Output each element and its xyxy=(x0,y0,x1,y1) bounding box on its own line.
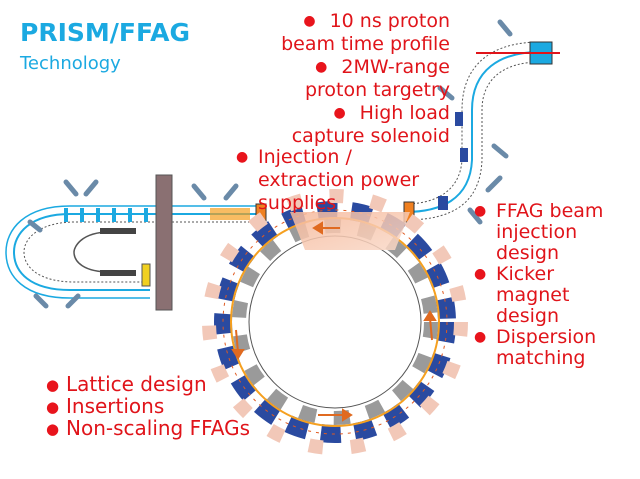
bullet-kicker-magnet: Kicker magnet design xyxy=(474,264,640,327)
bullet-lattice-design: Lattice design xyxy=(46,373,306,396)
bullet-proton-time-profile: 10 ns proton xyxy=(190,10,450,33)
top-right-bullet-list: 10 ns proton beam time profile 2MW-range… xyxy=(190,10,450,148)
page-subtitle: Technology xyxy=(20,53,121,74)
injection-bullet-list: Injection / extraction power supplies xyxy=(236,146,456,215)
bullet-insertions: Insertions xyxy=(46,395,306,418)
page-title: PRISM/FFAG xyxy=(20,18,191,47)
right-bullet-list: FFAG beam injection design Kicker magnet… xyxy=(474,201,640,369)
bullet-proton-time-profile-cont: beam time profile xyxy=(281,33,450,55)
bullet-proton-targetry: 2MW-range xyxy=(190,56,450,79)
bullet-dispersion: Dispersion matching xyxy=(474,327,640,369)
bullet-capture-solenoid: High load xyxy=(190,102,450,125)
bottom-left-bullet-list: Lattice design Insertions Non-scaling FF… xyxy=(46,373,306,440)
bullet-non-scaling: Non-scaling FFAGs xyxy=(46,417,306,440)
bullet-injection-extraction: Injection / extraction power supplies xyxy=(236,146,456,215)
bullet-capture-solenoid-cont: capture solenoid xyxy=(291,125,450,147)
bullet-ffag-injection: FFAG beam injection design xyxy=(474,201,640,264)
bullet-proton-targetry-cont: proton targetry xyxy=(304,79,450,101)
